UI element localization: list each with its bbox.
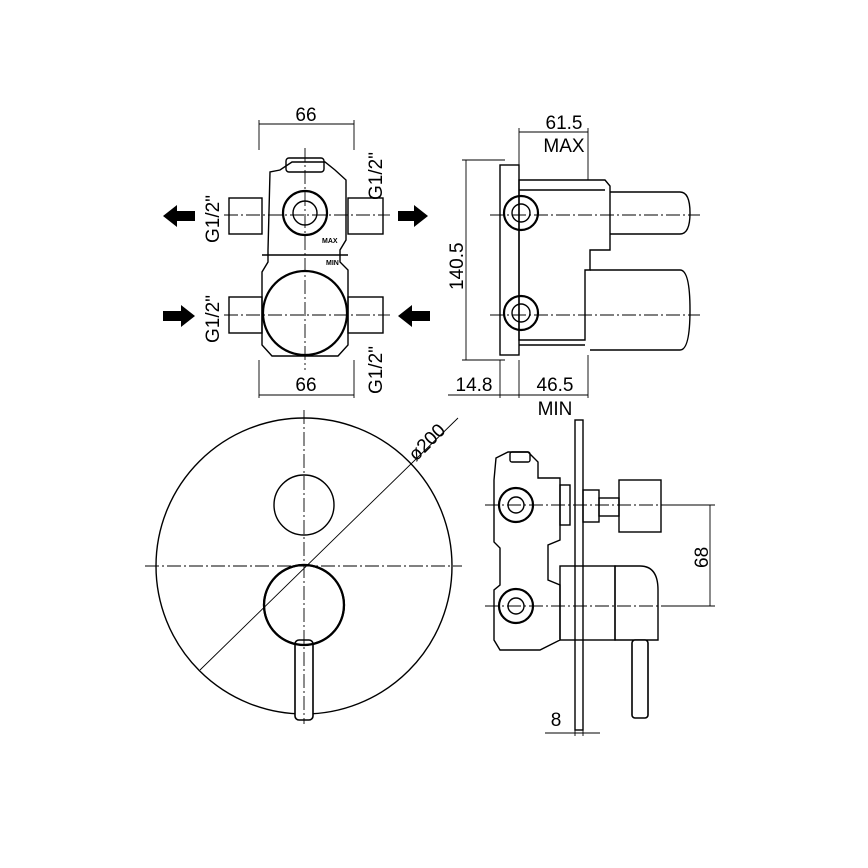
dim-depth-max-label: MAX [543, 136, 585, 157]
arrow-out-left-icon [163, 205, 195, 227]
dim-plate-diameter: ø200 [405, 420, 450, 465]
dim-depth-min-value: 46.5 [537, 375, 574, 396]
dim-depth-max-value: 61.5 [546, 113, 583, 134]
front-view-body: 66 MAX MIN G1/2" G1/2" G1/2" G1/2" [163, 105, 430, 398]
arrow-in-left-icon [163, 305, 195, 327]
thread-top-right: G1/2" [366, 152, 387, 200]
dim-plate-thickness: 8 [551, 710, 562, 731]
arrow-out-right-icon [398, 205, 428, 227]
dim-bottom-width: 66 [295, 375, 316, 396]
dim-height: 140.5 [447, 242, 468, 290]
side-view-body: 61.5 MAX 140.5 14.8 46.5 MIN [447, 113, 700, 420]
body-marking-max: MAX [322, 238, 338, 245]
body-marking-min: MIN [326, 260, 339, 267]
side-view-assembled: 68 8 [485, 419, 715, 736]
dim-depth-min-label: MIN [538, 399, 573, 420]
arrow-in-right-icon [398, 305, 430, 327]
dim-top-width: 66 [295, 105, 316, 126]
front-view-plate: ø200 [145, 410, 462, 724]
dim-spout-spacing: 68 [692, 547, 713, 568]
thread-left-upper: G1/2" [203, 195, 224, 243]
thread-left-lower: G1/2" [203, 295, 224, 343]
dim-offset: 14.8 [456, 375, 493, 396]
thread-bottom-right: G1/2" [366, 346, 387, 394]
